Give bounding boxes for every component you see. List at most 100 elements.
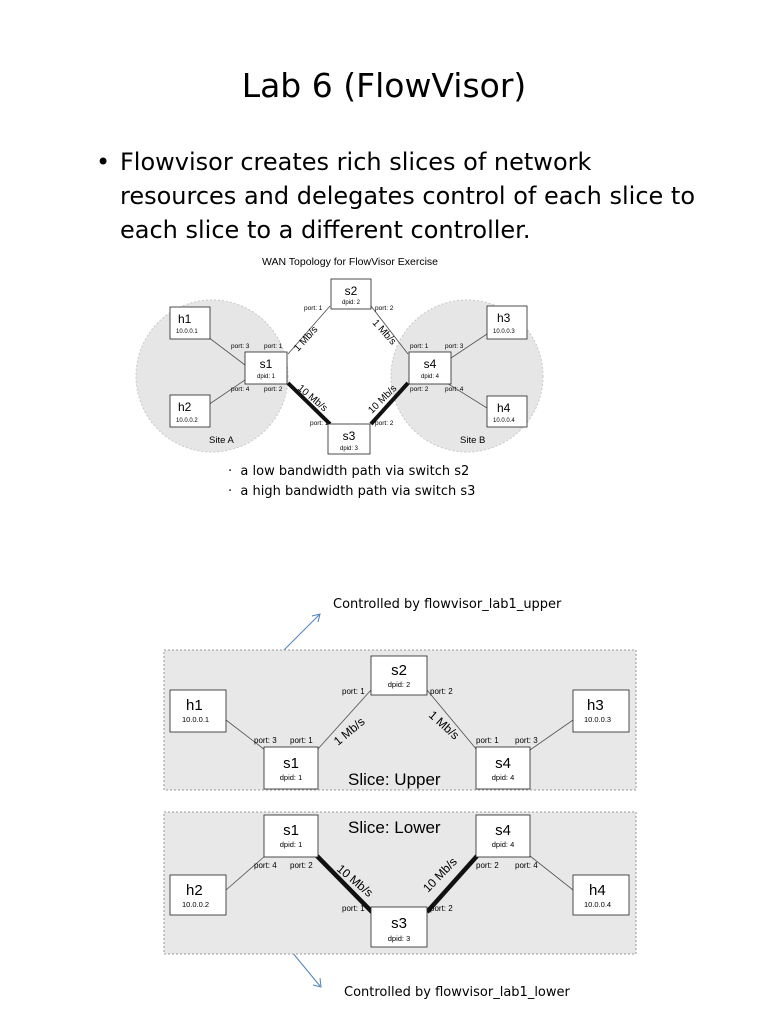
- svg-text:dpid: 4: dpid: 4: [421, 374, 440, 380]
- svg-text:port: 1: port: 1: [476, 736, 499, 745]
- upper-switch-s2: s2 dpid: 2: [370, 655, 428, 696]
- slice-lower-label: Slice: Lower: [348, 818, 441, 837]
- svg-text:port: 4: port: 4: [231, 386, 250, 393]
- svg-text:port: 1: port: 1: [310, 420, 329, 427]
- svg-text:10.0.0.3: 10.0.0.3: [493, 329, 515, 335]
- upper-arrow-head: [311, 613, 321, 623]
- svg-text:port: 2: port: 2: [264, 386, 283, 393]
- slide-title: Lab 6 (FlowVisor): [241, 66, 527, 105]
- svg-text:h3: h3: [587, 697, 604, 714]
- svg-text:dpid: 4: dpid: 4: [492, 840, 515, 849]
- svg-text:port: 2: port: 2: [430, 687, 453, 696]
- lower-host-h2: h2 10.0.0.2: [169, 874, 227, 916]
- svg-text:port: 3: port: 3: [254, 736, 277, 745]
- svg-text:s3: s3: [391, 915, 407, 932]
- upper-host-h1: h1 10.0.0.1: [169, 689, 227, 733]
- link-s3-s4: [369, 381, 410, 426]
- svg-text:dpid: 1: dpid: 1: [257, 374, 276, 380]
- svg-text:port: 1: port: 1: [264, 343, 283, 350]
- svg-text:s4: s4: [424, 357, 437, 371]
- sub-bullet-low: · a low bandwidth path via switch s2: [228, 464, 469, 479]
- svg-text:port: 2: port: 2: [375, 420, 394, 427]
- switch-s4: s4 dpid: 4: [408, 351, 452, 385]
- svg-text:port: 3: port: 3: [515, 736, 538, 745]
- upper-port-labels: port: 1 port: 2 port: 3 port: 1 port: 1 …: [254, 687, 538, 745]
- site-b-label: Site B: [460, 435, 485, 446]
- svg-text:dpid: 1: dpid: 1: [280, 773, 303, 782]
- svg-text:dpid: 3: dpid: 3: [388, 934, 411, 943]
- slice-lower-diagram: s1 dpid: 1 s4 dpid: 4 h2 10.0.0.2 h4 10.…: [163, 811, 637, 955]
- svg-text:port: 2: port: 2: [375, 305, 394, 312]
- svg-text:port: 4: port: 4: [515, 861, 538, 870]
- svg-text:s2: s2: [345, 284, 358, 298]
- controlled-upper-label: Controlled by flowvisor_lab1_upper: [333, 597, 562, 612]
- svg-text:10.0.0.4: 10.0.0.4: [584, 900, 611, 909]
- svg-text:10.0.0.4: 10.0.0.4: [493, 418, 515, 424]
- bullet-text: Flowvisor creates rich slices of network…: [120, 148, 696, 244]
- lower-port-labels: port: 4 port: 2 port: 2 port: 4 port: 1 …: [254, 861, 538, 913]
- svg-text:10.0.0.2: 10.0.0.2: [176, 418, 198, 424]
- host-h4: h4 10.0.0.4: [486, 395, 528, 428]
- svg-text:port: 3: port: 3: [231, 343, 250, 350]
- svg-text:port: 3: port: 3: [445, 343, 464, 350]
- svg-text:h2: h2: [178, 400, 192, 414]
- lower-host-h4: h4 10.0.0.4: [572, 874, 630, 916]
- top-port-labels: port: 1 port: 2 port: 3 port: 1 port: 4 …: [231, 305, 464, 427]
- svg-text:port: 2: port: 2: [476, 861, 499, 870]
- svg-text:port: 2: port: 2: [410, 386, 429, 393]
- switch-s2: s2 dpid: 2: [330, 278, 372, 310]
- svg-text:port: 1: port: 1: [342, 687, 365, 696]
- svg-text:port: 1: port: 1: [410, 343, 429, 350]
- link-s1-s3: [286, 381, 332, 426]
- host-h3: h3 10.0.0.3: [486, 305, 528, 340]
- svg-text:dpid: 2: dpid: 2: [342, 300, 361, 306]
- link-h4-s4: [441, 379, 488, 409]
- svg-text:10.0.0.3: 10.0.0.3: [584, 715, 611, 724]
- svg-text:port: 1: port: 1: [290, 736, 313, 745]
- upper-switch-s1: s1 dpid: 1: [263, 746, 319, 790]
- site-a-label: Site A: [209, 435, 234, 446]
- top-link-label-s1-s2: 1 Mb/s: [292, 324, 320, 354]
- bullet-dot: •: [96, 148, 111, 176]
- svg-text:dpid: 3: dpid: 3: [340, 446, 359, 452]
- lower-switch-s3: s3 dpid: 3: [370, 906, 428, 948]
- svg-text:10.0.0.1: 10.0.0.1: [176, 329, 198, 335]
- slice-upper-diagram: s2 dpid: 2 h1 10.0.0.1 h3 10.0.0.3 s1 dp…: [163, 649, 637, 791]
- svg-text:h1: h1: [178, 312, 192, 326]
- host-h1: h1 10.0.0.1: [169, 306, 211, 340]
- svg-text:dpid: 4: dpid: 4: [492, 773, 515, 782]
- sub-bullet-dot: ·: [228, 464, 241, 479]
- controlled-lower-label: Controlled by flowvisor_lab1_lower: [344, 985, 570, 1000]
- link-s1-s2: [287, 305, 331, 355]
- sub-bullet-text: a high bandwidth path via switch s3: [240, 484, 476, 499]
- lower-arrow-head: [312, 977, 322, 988]
- svg-text:h2: h2: [186, 882, 203, 899]
- svg-text:s3: s3: [343, 429, 356, 443]
- svg-text:s1: s1: [283, 755, 299, 772]
- svg-text:s1: s1: [283, 822, 299, 839]
- svg-text:port: 2: port: 2: [290, 861, 313, 870]
- svg-text:port: 1: port: 1: [342, 904, 365, 913]
- lower-switch-s4: s4 dpid: 4: [475, 814, 531, 858]
- svg-text:h4: h4: [497, 401, 511, 415]
- svg-text:h4: h4: [589, 882, 606, 899]
- top-diagram: WAN Topology for FlowVisor Exercise Site…: [135, 256, 544, 455]
- host-h2: h2 10.0.0.2: [169, 394, 211, 428]
- upper-switch-s4: s4 dpid: 4: [475, 746, 531, 790]
- top-link-label-s1-s3: 10 Mb/s: [295, 383, 329, 414]
- slice-upper-label: Slice: Upper: [348, 770, 441, 789]
- svg-text:dpid: 1: dpid: 1: [280, 840, 303, 849]
- sub-bullet-dot: ·: [228, 484, 241, 499]
- svg-text:s2: s2: [391, 662, 407, 679]
- sub-bullet-text: a low bandwidth path via switch s2: [240, 464, 470, 479]
- svg-text:port: 2: port: 2: [430, 904, 453, 913]
- svg-text:h1: h1: [186, 697, 203, 714]
- svg-text:10.0.0.2: 10.0.0.2: [182, 900, 209, 909]
- svg-text:s1: s1: [260, 357, 273, 371]
- svg-text:port: 4: port: 4: [254, 861, 277, 870]
- link-h2-s1: [207, 379, 246, 406]
- svg-text:h3: h3: [497, 311, 511, 325]
- switch-s1: s1 dpid: 1: [244, 351, 288, 385]
- link-s2-s4: [370, 305, 409, 355]
